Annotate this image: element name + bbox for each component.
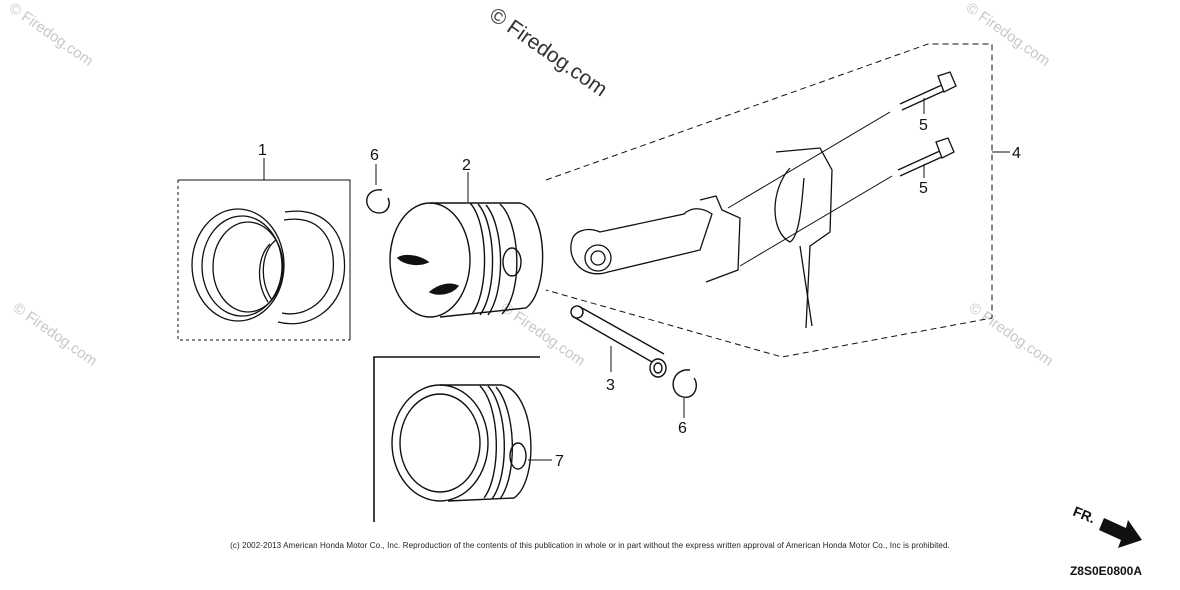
callout-3: 3 <box>606 377 615 394</box>
piston-pin <box>570 305 667 378</box>
copyright-notice: (c) 2002-2013 American Honda Motor Co., … <box>230 541 950 550</box>
watermark-tiles: © Firedog.com © Firedog.com © Firedog.co… <box>6 0 1057 370</box>
diagram-code: Z8S0E0800A <box>1069 564 1142 578</box>
callout-1: 1 <box>258 142 267 159</box>
connecting-rod-assembly <box>545 43 1010 358</box>
piston-pin-clip <box>672 369 698 418</box>
watermark-tile: © Firedog.com <box>10 299 101 369</box>
watermark-tile: © Firedog.com <box>963 0 1054 70</box>
callout-7: 7 <box>555 453 564 470</box>
watermark-main: © Firedog.com <box>485 3 611 101</box>
callout-6: 6 <box>678 420 687 437</box>
arrow-right-icon <box>1099 518 1142 548</box>
callout-4: 4 <box>1012 145 1021 162</box>
front-direction-label: FR. <box>1071 503 1098 526</box>
callout-5: 5 <box>919 117 928 134</box>
watermark-tile: © Firedog.com <box>6 0 97 70</box>
piston-pin-clip <box>366 164 390 214</box>
callout-5: 5 <box>919 180 928 197</box>
piston-ring-set <box>177 158 351 341</box>
piston-alternate <box>373 356 552 522</box>
connecting-rod-bolt <box>897 137 955 178</box>
front-direction-indicator: FR. <box>1071 503 1142 548</box>
piston <box>389 172 544 318</box>
connecting-rod-bolt <box>899 71 957 114</box>
watermark-tile: © Firedog.com <box>966 299 1057 369</box>
callout-2: 2 <box>462 157 471 174</box>
callout-6: 6 <box>370 147 379 164</box>
